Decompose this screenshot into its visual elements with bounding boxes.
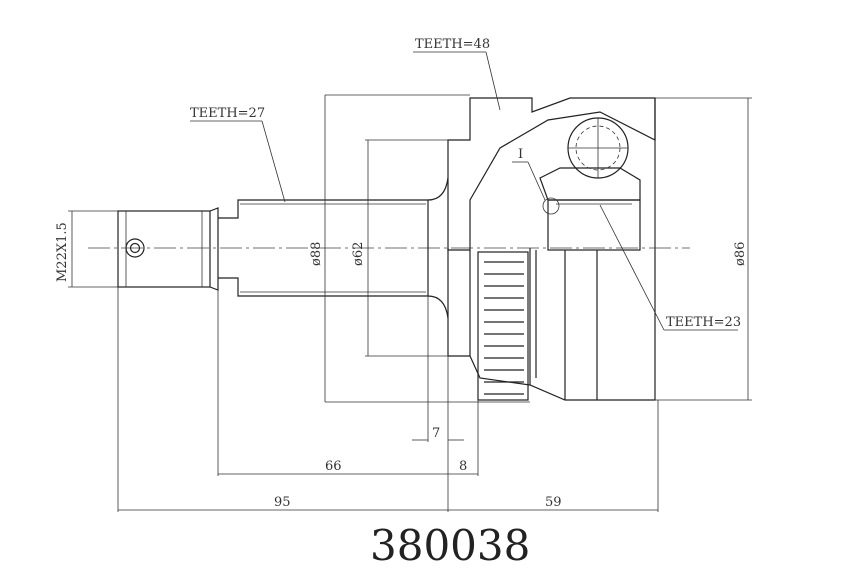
- bell-housing: [447, 97, 656, 401]
- detail-label: I: [518, 147, 523, 162]
- abs-tone-ring: [477, 251, 529, 401]
- len-8-dimension: 8: [459, 459, 467, 474]
- thread-dimension: M22X1.5: [55, 222, 70, 282]
- detail-circle: [542, 197, 560, 215]
- len-95-dimension: 95: [274, 495, 291, 510]
- len-7-dimension: 7: [432, 426, 440, 441]
- teeth-27-label: TEETH=27: [190, 106, 265, 121]
- dia-62-dimension: ø62: [351, 242, 366, 266]
- threaded-tip: [117, 207, 219, 291]
- dia-88-dimension: ø88: [309, 242, 324, 266]
- dia-86-dimension: ø86: [733, 242, 748, 266]
- part-number: 380038: [370, 521, 530, 570]
- teeth-48-label: TEETH=48: [415, 37, 490, 52]
- splined-shaft: [218, 177, 449, 319]
- dimension-lines: [68, 94, 752, 512]
- leader-lines: [190, 51, 738, 331]
- len-59-dimension: 59: [545, 495, 562, 510]
- len-66-dimension: 66: [325, 459, 342, 474]
- inner-race: [539, 167, 641, 251]
- teeth-23-label: TEETH=23: [666, 315, 741, 330]
